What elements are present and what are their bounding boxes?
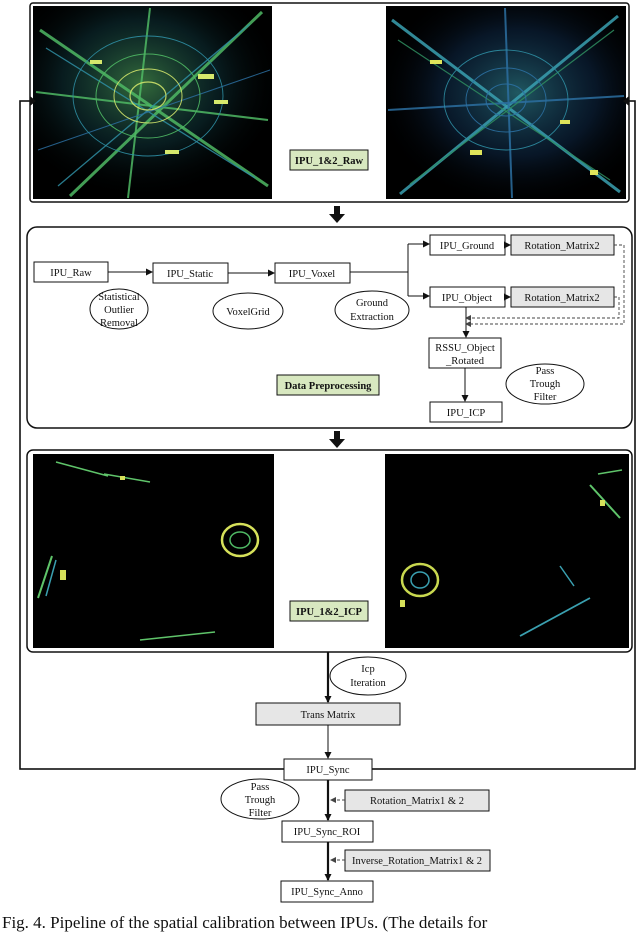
preprocessing-panel: IPU_Raw IPU_Static IPU_Voxel IPU_Ground … bbox=[26, 226, 633, 429]
ipu-ground-label: IPU_Ground bbox=[440, 241, 495, 252]
raw-label-box bbox=[289, 149, 369, 171]
icp-panel: IPU_1&2_ICP bbox=[26, 449, 633, 653]
ipu-static-label: IPU_Static bbox=[167, 269, 213, 280]
inverse-rotation-matrix12-node bbox=[344, 849, 491, 872]
raw-scan-left bbox=[33, 6, 272, 199]
icp-scan-right bbox=[385, 454, 629, 648]
pass-trough-filter-ellipse-1 bbox=[505, 363, 585, 405]
preprocessing-title-box bbox=[276, 374, 380, 396]
down-arrow-1 bbox=[329, 206, 345, 223]
pass1-line3: Filter bbox=[534, 392, 557, 403]
raw-panel: IPU_1&2_Raw bbox=[29, 2, 630, 203]
outlier-line1: Statistical bbox=[98, 292, 139, 303]
pass1-line1: Pass bbox=[536, 366, 555, 377]
pass-trough-filter-ellipse-2 bbox=[220, 778, 300, 820]
loop-junction-left bbox=[30, 96, 36, 106]
ground-line1: Ground bbox=[356, 298, 389, 309]
pass2-line3: Filter bbox=[249, 808, 272, 819]
icp-iteration-line1: Icp bbox=[361, 664, 374, 675]
figure-caption: Fig. 4. Pipeline of the spatial calibrat… bbox=[2, 913, 488, 932]
icp-label-box bbox=[289, 600, 369, 622]
raw-label: IPU_1&2_Raw bbox=[295, 156, 364, 167]
lower-pipeline: Icp Iteration Trans Matrix IPU_Sync Pass… bbox=[220, 652, 491, 903]
ipu-icp-label: IPU_ICP bbox=[447, 408, 486, 419]
icp-iteration-ellipse bbox=[329, 656, 407, 696]
icp-scan-left bbox=[33, 454, 274, 648]
voxelgrid-ellipse bbox=[212, 292, 284, 330]
rssu-object-rotated-node bbox=[428, 337, 502, 369]
rssu-object-label-line1: RSSU_Object bbox=[435, 343, 495, 354]
pass2-line2: Trough bbox=[245, 795, 276, 806]
ipu-raw-label: IPU_Raw bbox=[50, 268, 92, 279]
ipu-voxel-label: IPU_Voxel bbox=[289, 269, 336, 280]
ground-line2: Extraction bbox=[350, 312, 394, 323]
lower-dashed-inputs bbox=[330, 797, 345, 863]
ipu-sync-anno-node bbox=[280, 880, 374, 903]
rotation-matrix12-node bbox=[344, 789, 490, 812]
pass2-line1: Pass bbox=[251, 782, 270, 793]
rotation-matrix2-top-label: Rotation_Matrix2 bbox=[524, 241, 599, 252]
outlier-line3: Removal bbox=[100, 318, 138, 329]
rotation-matrix12-label: Rotation_Matrix1 & 2 bbox=[370, 796, 464, 807]
ipu-icp-node bbox=[429, 401, 503, 423]
ground-extraction-ellipse bbox=[334, 290, 410, 330]
pass1-line2: Trough bbox=[530, 379, 561, 390]
outlier-removal-ellipse bbox=[89, 288, 149, 330]
trans-matrix-label: Trans Matrix bbox=[301, 710, 356, 721]
loop-junction-right bbox=[623, 96, 629, 106]
voxelgrid-label: VoxelGrid bbox=[226, 307, 270, 318]
ipu-sync-anno-label: IPU_Sync_Anno bbox=[291, 887, 363, 898]
rssu-object-label-line2: _Rotated bbox=[445, 356, 485, 367]
ipu-sync-roi-label: IPU_Sync_ROI bbox=[294, 827, 361, 838]
icp-label: IPU_1&2_ICP bbox=[296, 607, 362, 618]
ipu-sync-label: IPU_Sync bbox=[306, 765, 350, 776]
ipu-object-label: IPU_Object bbox=[442, 293, 492, 304]
raw-scan-right bbox=[386, 6, 626, 199]
preprocessing-dashed-feedback bbox=[465, 244, 625, 327]
inverse-rotation-matrix12-label: Inverse_Rotation_Matrix1 & 2 bbox=[352, 856, 482, 867]
ipu-voxel-node bbox=[274, 262, 351, 284]
icp-iteration-line2: Iteration bbox=[350, 678, 386, 689]
preprocessing-title: Data Preprocessing bbox=[285, 381, 373, 392]
down-arrow-2 bbox=[329, 431, 345, 448]
outlier-line2: Outlier bbox=[104, 305, 134, 316]
rotation-matrix2-bottom-label: Rotation_Matrix2 bbox=[524, 293, 599, 304]
